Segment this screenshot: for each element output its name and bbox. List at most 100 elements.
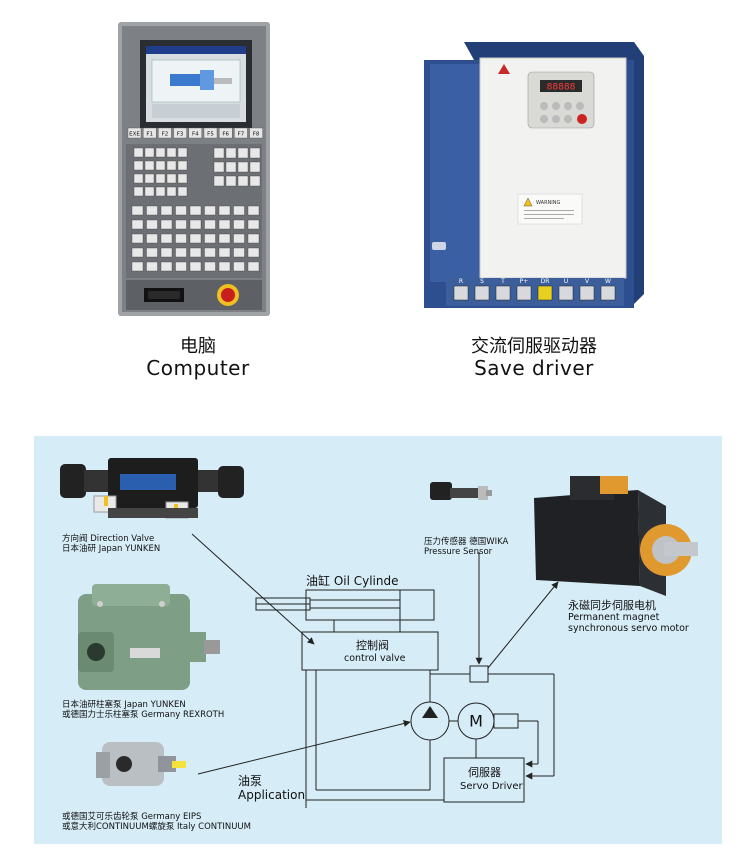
function-grid-key[interactable] (160, 261, 173, 272)
numpad-key[interactable] (144, 173, 155, 184)
numpad-key[interactable] (177, 173, 188, 184)
function-grid-key[interactable] (175, 233, 187, 244)
arrow-key[interactable] (249, 161, 261, 173)
function-key[interactable]: F8 (249, 127, 263, 139)
function-key[interactable]: F4 (188, 127, 203, 139)
arrow-key[interactable] (225, 161, 237, 173)
drive-terminal-label: R (459, 278, 463, 285)
function-grid-key[interactable] (233, 247, 245, 258)
numpad-key[interactable] (177, 186, 188, 197)
arrow-key[interactable] (237, 147, 249, 159)
function-key[interactable]: F3 (173, 127, 187, 139)
numpad-key[interactable] (166, 186, 177, 197)
function-grid-key[interactable] (204, 205, 216, 216)
function-key-label: F3 (177, 132, 184, 138)
function-grid-key[interactable] (204, 233, 216, 244)
function-grid-key[interactable] (131, 247, 144, 258)
numpad-key[interactable] (133, 173, 144, 184)
function-grid-key[interactable] (160, 233, 173, 244)
numpad-key[interactable] (155, 160, 166, 171)
function-grid-key[interactable] (233, 233, 245, 244)
function-grid-key[interactable] (247, 205, 260, 216)
function-key[interactable]: F6 (218, 127, 233, 139)
numpad-key[interactable] (166, 147, 177, 158)
function-grid-key[interactable] (189, 261, 202, 272)
function-key[interactable]: F7 (234, 127, 248, 139)
drive-terminal-label: U (564, 278, 568, 285)
function-grid-key[interactable] (146, 219, 158, 230)
arrow-key[interactable] (225, 147, 237, 159)
numpad-key[interactable] (133, 147, 144, 158)
control-valve-label-cn: 控制阀 (356, 639, 389, 652)
function-grid-key[interactable] (247, 233, 260, 244)
function-grid-key[interactable] (160, 205, 173, 216)
numpad-key[interactable] (155, 173, 166, 184)
function-grid-key[interactable] (146, 205, 158, 216)
function-grid-key[interactable] (218, 261, 231, 272)
oil-pump-label-cn: 油泵 (238, 774, 263, 788)
numpad-key[interactable] (133, 160, 144, 171)
function-grid-key[interactable] (247, 247, 260, 258)
piston-pump-label-line2: 或德国力士乐柱塞泵 Germany REXROTH (62, 710, 225, 720)
numpad-key[interactable] (144, 147, 155, 158)
function-grid-key[interactable] (233, 205, 245, 216)
function-grid-key[interactable] (189, 205, 202, 216)
function-grid-key[interactable] (247, 219, 260, 230)
function-grid-key[interactable] (204, 261, 216, 272)
arrow-key[interactable] (237, 161, 249, 173)
function-key-label: F4 (192, 132, 199, 138)
numpad-key[interactable] (177, 160, 188, 171)
function-grid-key[interactable] (131, 233, 144, 244)
function-grid-key[interactable] (131, 205, 144, 216)
function-grid-key[interactable] (189, 247, 202, 258)
function-grid-key[interactable] (146, 247, 158, 258)
drive-terminal (558, 285, 574, 301)
arrow-key[interactable] (213, 147, 225, 159)
arrow-key[interactable] (249, 175, 261, 187)
function-grid-key[interactable] (218, 233, 231, 244)
numpad-key[interactable] (155, 186, 166, 197)
numpad-key[interactable] (177, 147, 188, 158)
drive-warning-text: WARNING (536, 200, 561, 206)
function-key[interactable]: EXE (127, 127, 142, 139)
function-grid-key[interactable] (175, 261, 187, 272)
servo-motor-image (534, 476, 698, 596)
function-key-label: F5 (207, 132, 214, 138)
numpad-key[interactable] (144, 160, 155, 171)
numpad-key[interactable] (133, 186, 144, 197)
numpad-key[interactable] (166, 173, 177, 184)
function-grid-key[interactable] (189, 219, 202, 230)
function-grid-key[interactable] (247, 261, 260, 272)
function-grid-key[interactable] (233, 261, 245, 272)
numpad-key[interactable] (155, 147, 166, 158)
function-grid-key[interactable] (233, 219, 245, 230)
arrow-key[interactable] (213, 175, 225, 187)
function-grid-key[interactable] (204, 219, 216, 230)
function-key[interactable]: F2 (158, 127, 172, 139)
function-grid-key[interactable] (131, 219, 144, 230)
numpad-key[interactable] (144, 186, 155, 197)
function-grid-key[interactable] (146, 261, 158, 272)
function-grid-key[interactable] (218, 219, 231, 230)
function-grid-key[interactable] (189, 233, 202, 244)
function-grid-key[interactable] (160, 247, 173, 258)
arrow-key[interactable] (213, 161, 225, 173)
function-grid-key[interactable] (175, 219, 187, 230)
function-grid-key[interactable] (131, 261, 144, 272)
function-grid-key[interactable] (175, 247, 187, 258)
function-grid-key[interactable] (218, 205, 231, 216)
function-grid-key[interactable] (204, 247, 216, 258)
function-grid-key[interactable] (175, 205, 187, 216)
function-key[interactable]: F5 (203, 127, 218, 139)
function-key[interactable]: F1 (143, 127, 157, 139)
driver-label-en: Save driver (474, 356, 594, 380)
numpad-key[interactable] (166, 160, 177, 171)
arrow-key[interactable] (237, 175, 249, 187)
servo-motor-label-line2: Permanent magnet (568, 612, 660, 623)
function-grid-key[interactable] (146, 233, 158, 244)
arrow-key[interactable] (249, 147, 261, 159)
function-grid-key[interactable] (160, 219, 173, 230)
arrow-key[interactable] (225, 175, 237, 187)
function-grid-key[interactable] (218, 247, 231, 258)
